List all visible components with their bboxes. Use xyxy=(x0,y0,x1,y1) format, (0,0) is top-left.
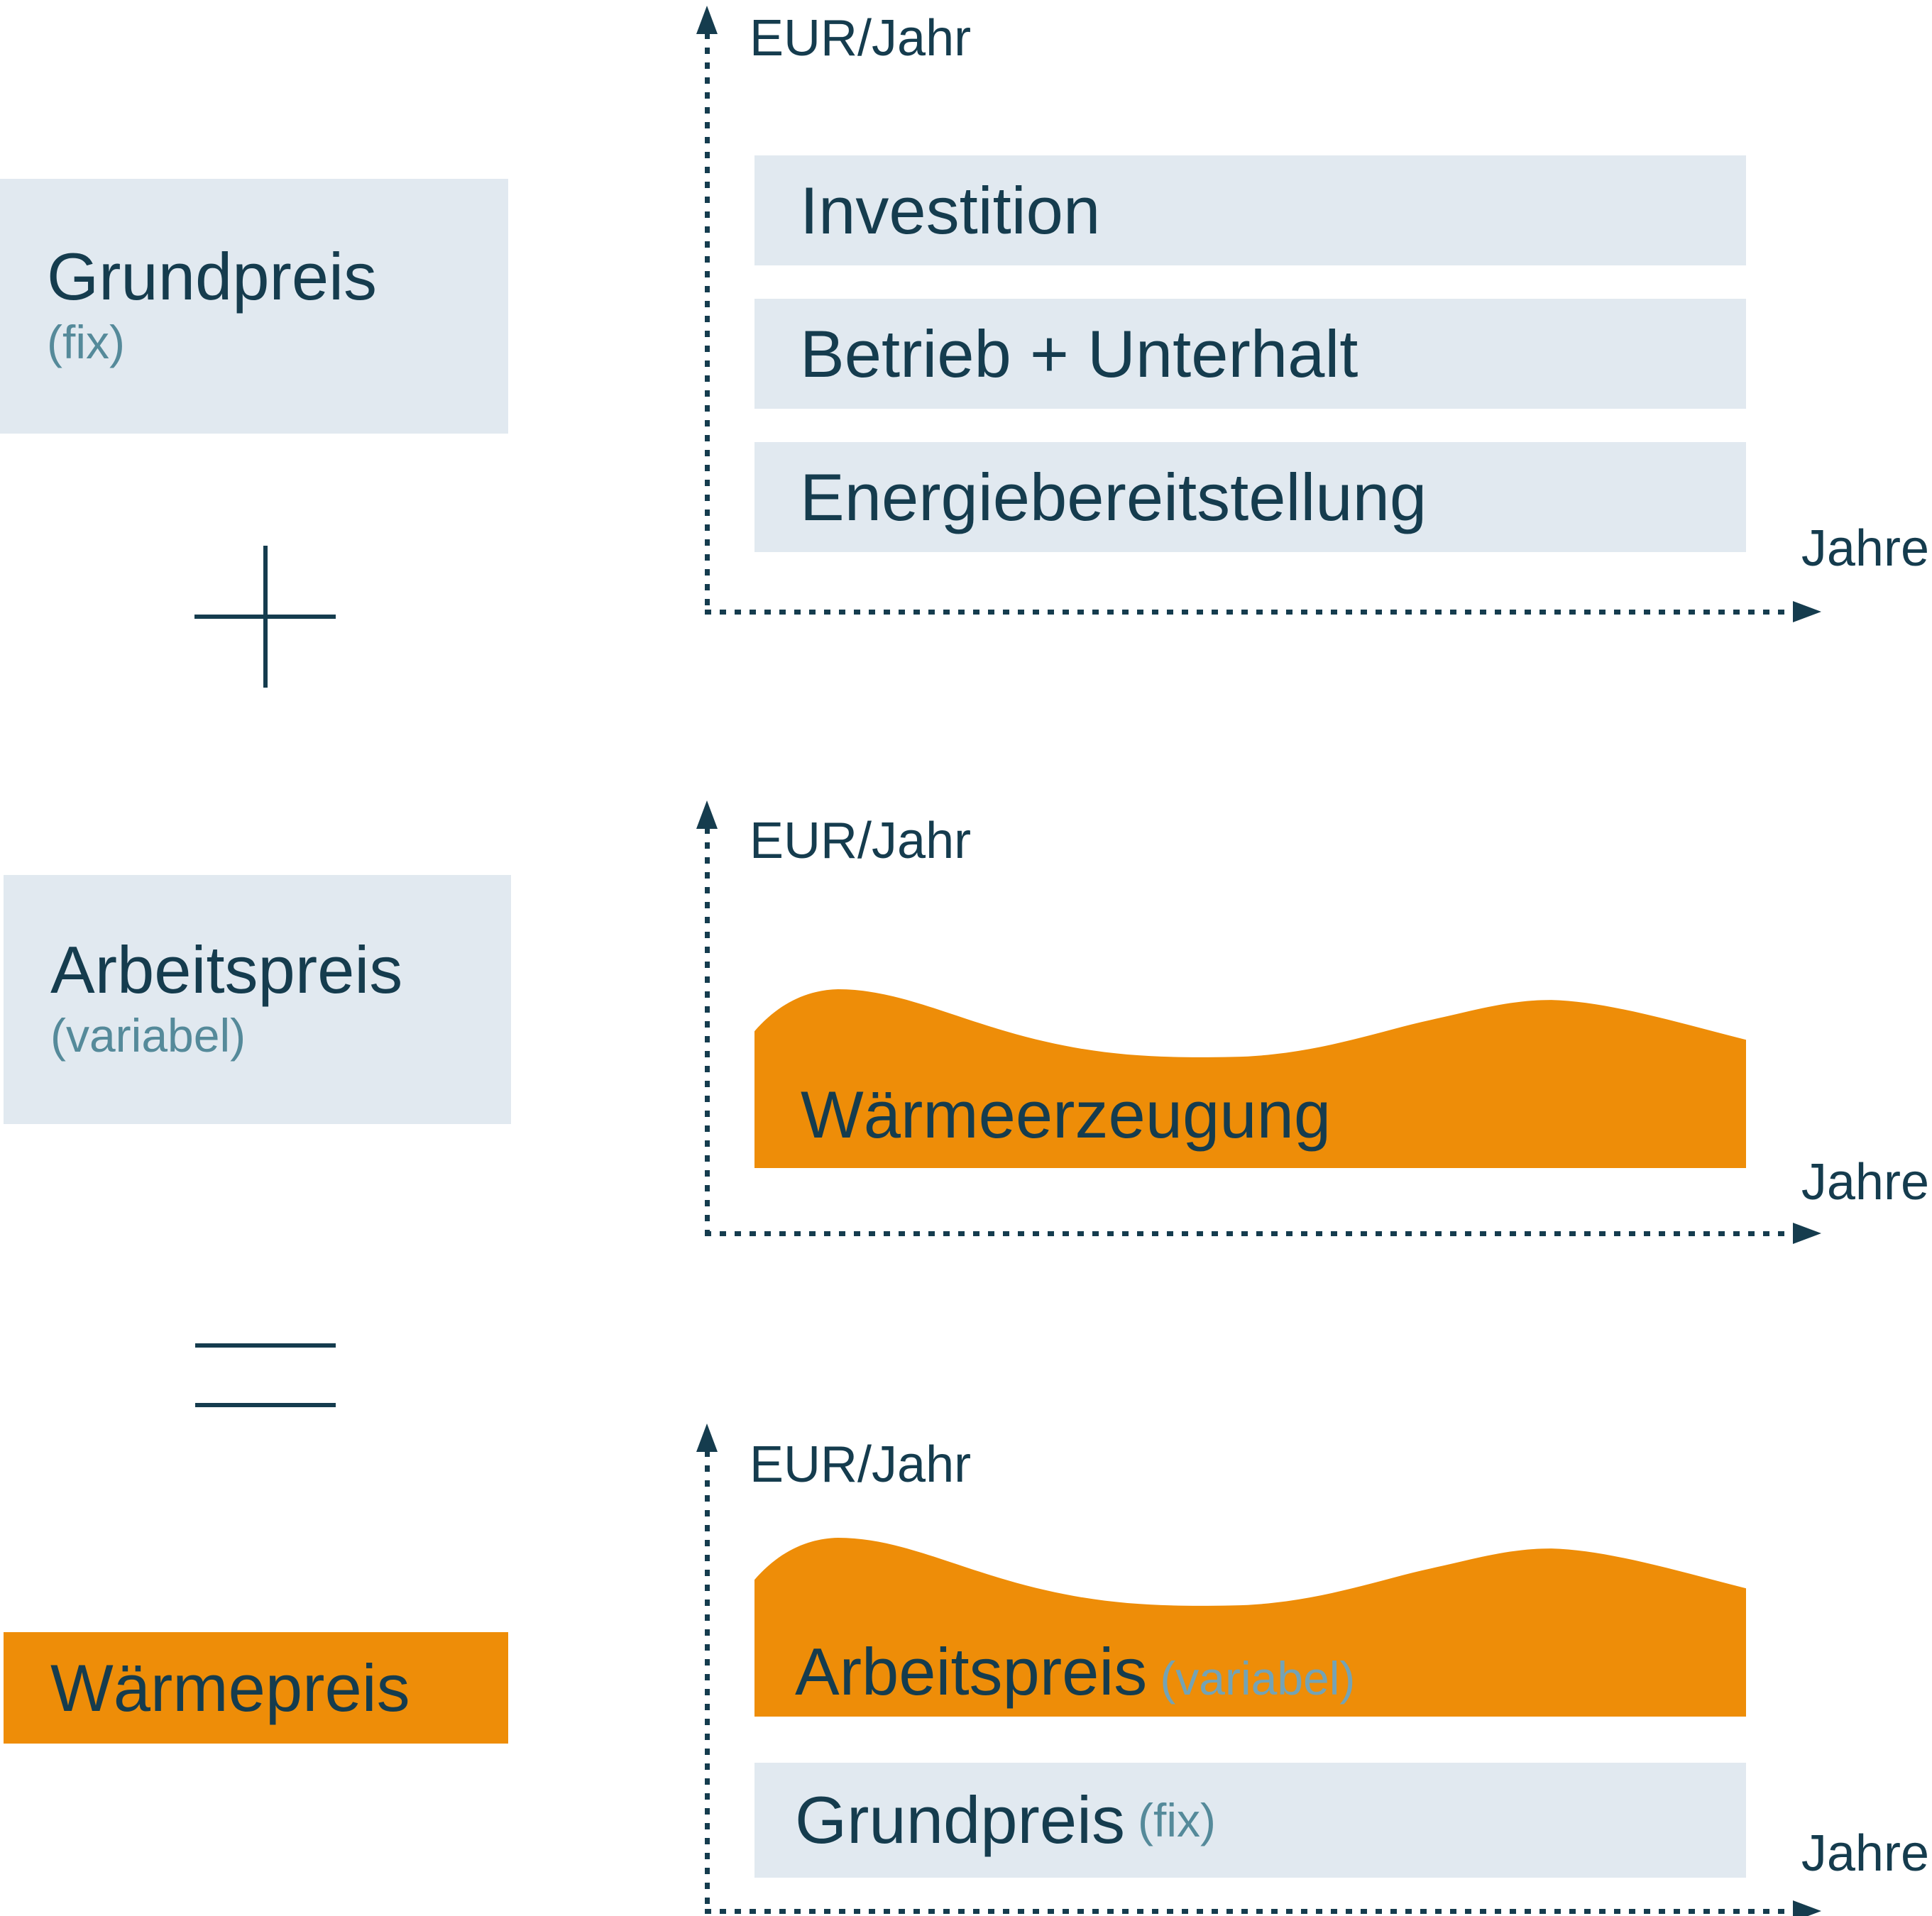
y-axis-arrow-icon xyxy=(696,800,718,829)
x-axis-label: Jahre xyxy=(1801,1154,1929,1211)
x-axis-label: Jahre xyxy=(1801,1825,1929,1882)
equals-bottom-line xyxy=(195,1403,336,1407)
x-axis-arrow-icon xyxy=(1793,1223,1821,1244)
x-axis-dotted-line xyxy=(705,1909,1801,1914)
grundpreis-bar-label: Grundpreis xyxy=(795,1783,1125,1857)
y-axis-label: EUR/Jahr xyxy=(750,813,972,869)
y-axis-dotted-line xyxy=(705,1450,710,1911)
betrieb-unterhalt-bar: Betrieb + Unterhalt xyxy=(754,299,1746,409)
x-axis-label: Jahre xyxy=(1801,520,1929,577)
investition-bar: Investition xyxy=(754,155,1746,265)
y-axis-label: EUR/Jahr xyxy=(750,10,972,67)
waermepreis-box: Wärmepreis xyxy=(4,1632,508,1744)
wave-shape xyxy=(754,1538,1746,1717)
waermepreis-label: Wärmepreis xyxy=(50,1650,410,1725)
x-axis-dotted-line xyxy=(705,610,1801,615)
y-axis-dotted-line xyxy=(705,33,710,612)
area-label: Wärmeerzeugung xyxy=(801,1077,1332,1152)
arbeitspreis-sublabel: (variabel) xyxy=(50,1009,246,1062)
grundpreis-sublabel: (fix) xyxy=(47,316,125,368)
heat-generation-area xyxy=(754,989,1746,1168)
plus-vertical-line xyxy=(263,546,268,688)
x-axis-dotted-line xyxy=(705,1231,1801,1236)
y-axis-label: EUR/Jahr xyxy=(750,1436,972,1493)
area-label-main: Arbeitspreis xyxy=(795,1634,1148,1709)
grundpreis-bar: Grundpreis(fix) xyxy=(754,1763,1746,1878)
y-axis-dotted-line xyxy=(705,827,710,1231)
arbeitspreis-area xyxy=(754,1538,1746,1717)
grundpreis-box: Grundpreis (fix) xyxy=(0,179,508,434)
area-label-sub: (variabel) xyxy=(1160,1652,1356,1705)
arbeitspreis-label: Arbeitspreis xyxy=(50,932,403,1008)
energiebereitstellung-bar: Energiebereitstellung xyxy=(754,442,1746,552)
grundpreis-label: Grundpreis xyxy=(47,239,377,314)
grundpreis-bar-sub: (fix) xyxy=(1138,1794,1216,1846)
arbeitspreis-box: Arbeitspreis (variabel) xyxy=(4,875,511,1124)
wave-shape xyxy=(754,989,1746,1168)
x-axis-arrow-icon xyxy=(1793,1900,1821,1916)
y-axis-arrow-icon xyxy=(696,6,718,34)
area-label: Arbeitspreis(variabel) xyxy=(795,1639,1355,1705)
y-axis-arrow-icon xyxy=(696,1424,718,1452)
equals-top-line xyxy=(195,1343,336,1348)
x-axis-arrow-icon xyxy=(1793,601,1821,622)
